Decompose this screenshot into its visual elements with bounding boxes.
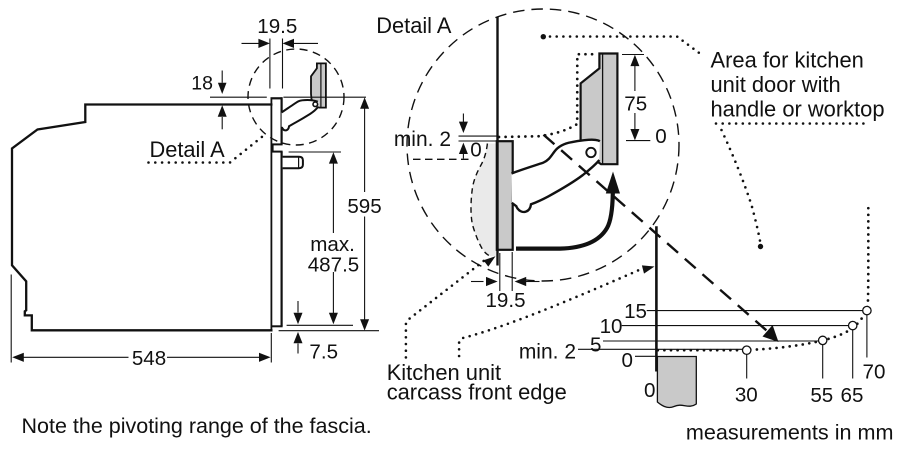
svg-text:5: 5 bbox=[590, 334, 601, 357]
svg-text:548: 548 bbox=[132, 347, 166, 370]
svg-text:Detail A: Detail A bbox=[376, 13, 452, 38]
svg-text:0: 0 bbox=[470, 139, 481, 162]
svg-text:7.5: 7.5 bbox=[309, 341, 338, 364]
svg-text:487.5: 487.5 bbox=[308, 253, 360, 276]
svg-text:0: 0 bbox=[655, 125, 666, 148]
svg-text:19.5: 19.5 bbox=[485, 289, 525, 312]
svg-text:handle or worktop: handle or worktop bbox=[711, 97, 885, 122]
svg-text:595: 595 bbox=[347, 195, 381, 218]
svg-text:max.: max. bbox=[310, 233, 355, 256]
svg-text:0: 0 bbox=[622, 349, 633, 372]
svg-text:75: 75 bbox=[624, 93, 647, 116]
svg-text:15: 15 bbox=[624, 300, 647, 323]
svg-text:min. 2: min. 2 bbox=[519, 340, 576, 363]
svg-text:Detail A: Detail A bbox=[150, 137, 226, 162]
svg-text:Note the pivoting range of the: Note the pivoting range of the fascia. bbox=[22, 414, 372, 438]
svg-text:65: 65 bbox=[841, 384, 864, 407]
svg-text:measurements in mm: measurements in mm bbox=[686, 420, 894, 445]
svg-text:0: 0 bbox=[644, 379, 655, 402]
svg-text:18: 18 bbox=[191, 73, 213, 95]
svg-text:10: 10 bbox=[600, 315, 623, 338]
svg-text:Area for kitchen: Area for kitchen bbox=[711, 48, 864, 73]
svg-text:Kitchen unit: Kitchen unit bbox=[387, 360, 501, 385]
svg-text:30: 30 bbox=[735, 383, 758, 406]
svg-text:19.5: 19.5 bbox=[257, 15, 297, 38]
svg-text:55: 55 bbox=[810, 384, 833, 407]
svg-text:70: 70 bbox=[863, 361, 886, 384]
svg-text:min. 2: min. 2 bbox=[394, 128, 451, 151]
svg-text:carcass front edge: carcass front edge bbox=[387, 380, 567, 405]
svg-text:unit door with: unit door with bbox=[711, 72, 841, 97]
